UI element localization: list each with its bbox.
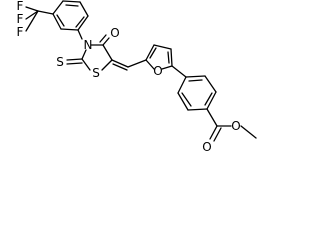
- bond-ph-inner-1: [65, 4, 79, 7]
- bond-cf3-f2: [25, 10, 39, 20]
- bond-ph-6: [52, 13, 62, 30]
- bond-ph-3: [79, 1, 89, 17]
- bond-cf3-f3: [25, 10, 39, 32]
- atom-o-ester-carbonyl: O: [202, 140, 211, 154]
- bond-ph-n: [77, 29, 83, 40]
- bond-cf3-f1: [25, 6, 39, 12]
- atom-f2: F: [17, 12, 24, 26]
- atom-o-carbonyl: O: [110, 26, 119, 40]
- bond-ph-4: [77, 15, 89, 31]
- bond-ph2-inner-2: [204, 92, 213, 106]
- bond-ph-inner-3: [56, 14, 65, 27]
- atom-labels: F F F N O S S O O O: [17, 0, 241, 154]
- bond-cester-o-double: [209, 125, 218, 140]
- bond-cf3-ring: [37, 10, 54, 15]
- bond-c2-s: [66, 58, 83, 61]
- bond-ph2-1: [185, 75, 206, 78]
- bond-cester-o-double-2: [213, 127, 222, 142]
- bond-c2-n: [81, 49, 87, 60]
- bond-c2-s-2: [66, 62, 83, 65]
- bond-fu-5: [145, 59, 155, 70]
- bond-c4-o-2: [99, 34, 107, 43]
- atom-o-furan: O: [153, 64, 162, 78]
- bond-fu-inner-2: [167, 51, 170, 64]
- bond-fu-1: [145, 44, 155, 61]
- bond-fu-2: [153, 44, 172, 50]
- atom-o-ester: O: [231, 119, 240, 133]
- bond-c5-s1: [101, 59, 113, 71]
- bond-ph-2: [62, 0, 81, 3]
- bond-ph2-5: [177, 92, 189, 111]
- bond-fu-3: [170, 48, 173, 67]
- bond-o-methyl: [240, 125, 257, 139]
- bond-ph-1: [52, 0, 64, 15]
- bond-ch-furan: [127, 59, 147, 68]
- bond-s1-c2: [81, 58, 91, 71]
- bond-fu-4: [161, 65, 173, 70]
- bond-ph2-3: [206, 91, 217, 110]
- atom-f3: F: [17, 25, 24, 39]
- bond-ph2-cester: [206, 108, 218, 127]
- bond-ph2-inner-3: [181, 92, 192, 107]
- bond-ph2-inner-1: [188, 79, 203, 82]
- bond-c5-ch: [111, 59, 129, 68]
- molecule-structure: F F F N O S S O O O: [17, 0, 257, 154]
- bond-fu-inner-1: [149, 47, 157, 59]
- bond-ph2-4: [187, 108, 208, 111]
- bond-furan-ph2: [171, 65, 187, 78]
- bonds: [25, 0, 257, 142]
- atom-n: N: [84, 38, 93, 52]
- bond-ph-5: [60, 28, 79, 31]
- bond-c4-c5: [102, 44, 113, 61]
- atom-s-thione: S: [56, 55, 64, 69]
- bond-ph2-6: [177, 76, 187, 94]
- atom-s-ring: S: [92, 66, 100, 80]
- atom-f1: F: [17, 0, 24, 13]
- bond-c4-o: [102, 37, 110, 46]
- bond-c5-ch-2: [112, 63, 128, 71]
- bond-ph2-2: [204, 75, 217, 93]
- bond-ph-inner-2: [75, 16, 85, 28]
